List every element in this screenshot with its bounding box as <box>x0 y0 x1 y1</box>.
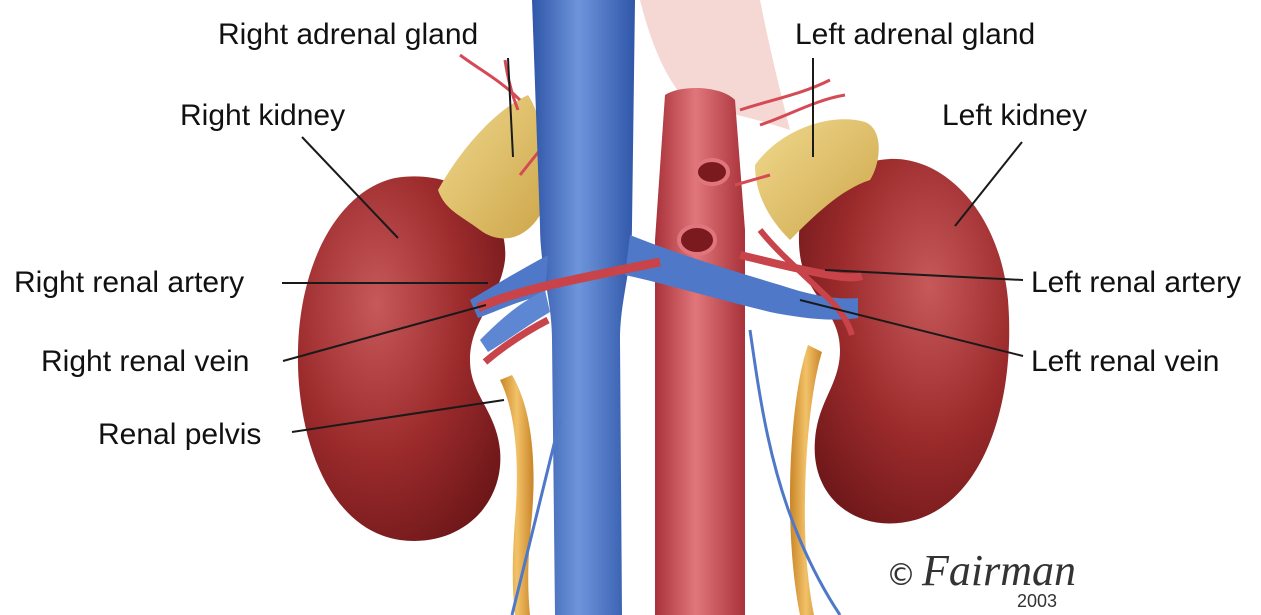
label-right-kidney: Right kidney <box>180 99 345 132</box>
mesenteric-artery-opening <box>679 226 715 254</box>
label-renal-pelvis: Renal pelvis <box>98 418 261 451</box>
label-left-kidney: Left kidney <box>942 99 1087 132</box>
label-right-renal-artery: Right renal artery <box>14 266 244 299</box>
signature-year: 2003 <box>1017 591 1057 611</box>
artist-signature: Fairman <box>921 546 1076 595</box>
label-left-renal-artery: Left renal artery <box>1031 266 1241 299</box>
label-left-adrenal-gland: Left adrenal gland <box>795 18 1035 51</box>
label-right-adrenal-gland: Right adrenal gland <box>218 18 478 51</box>
label-left-renal-vein: Left renal vein <box>1031 345 1219 378</box>
label-right-renal-vein: Right renal vein <box>41 345 249 378</box>
celiac-trunk-opening <box>696 160 728 184</box>
copyright-symbol: © <box>886 558 916 593</box>
